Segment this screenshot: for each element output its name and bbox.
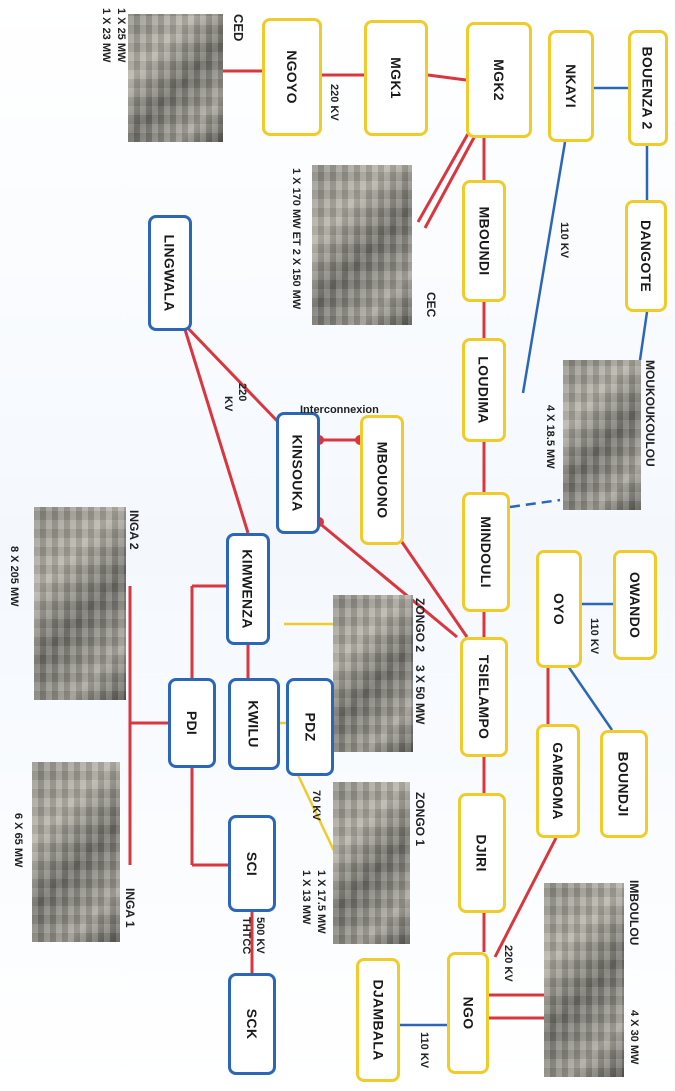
node-pdz: PDZ [286,678,334,776]
node-lingwala-label: LINGWALA [162,234,178,312]
cec-capacity: 1 X 170 MW ET 2 X 150 MW [290,168,302,310]
kv220-ngo-label: 220 KV [502,945,514,982]
moukoukoulou-label: MOUKOUKOULOU [643,360,657,467]
moukoukoulou-capacity: 4 X 18.5 MW [544,405,556,469]
node-gamboma-label: GAMBOMA [550,742,567,820]
kv70-label: 70 KV [310,790,322,821]
lines-220kv [128,69,558,1020]
node-pdi: PDI [168,678,216,768]
cec-label: CEC [424,292,438,318]
node-loudima-label: LOUDIMA [476,356,492,424]
thtcc-label: THTCC [240,917,252,955]
inga2-capacity: 8 X 205 MW [8,546,20,607]
node-ngoyo-label: NGOYO [284,50,300,104]
node-ngoyo: NGOYO [262,18,322,136]
kv220-kinsouka-label-2: KV [222,396,234,412]
zongo1-label: ZONGO 1 [413,792,427,847]
node-ngo-label: NGO [459,996,476,1030]
node-mboundi-label: MBOUNDI [476,206,493,276]
kv110-oyo-label: 110 KV [588,618,600,655]
inga2-plant-photo [34,507,126,700]
node-djiri-label: DJIRI [473,834,490,872]
node-djambala: DJAMBALA [356,958,400,1082]
kv500-label: 500 KV [254,917,266,954]
node-kwilu: KWILU [228,678,280,770]
node-dangote: DANGOTE [625,200,667,312]
inga2-label: INGA 2 [127,510,141,550]
node-oyo: OYO [536,550,582,668]
node-sck-label: SCK [244,1008,260,1040]
kv110-djambala-label: 110 KV [418,1032,430,1069]
inga1-capacity: 6 X 65 MW [12,813,24,868]
node-nkayi: NKAYI [548,30,594,142]
node-djambala-label: DJAMBALA [370,979,387,1061]
ced-label: CED [231,14,246,42]
node-boundji: BOUNDJI [600,730,648,838]
imboulou-label: IMBOULOU [627,880,641,946]
node-sci-label: SCI [244,851,260,876]
imboulou-capacity: 4 X 30 MW [628,1010,640,1065]
node-kinsouka-label: KINSOUKA [290,434,307,512]
node-mgk2-label: MGK2 [491,59,507,101]
node-nkayi-label: NKAYI [563,64,579,108]
node-pdz-label: PDZ [302,712,318,742]
node-owando: OWANDO [613,550,657,660]
node-sci: SCI [228,815,276,912]
node-mbouono: MBOUONO [360,415,404,545]
node-sck: SCK [228,973,276,1075]
zongo2-plant-photo [333,595,413,752]
imboulou-plant-photo [544,883,624,1077]
lines-110kv [400,86,649,1027]
zongo1-capacity-1: 1 X 17.5 MW [315,870,327,934]
zongo1-plant-photo [333,782,410,944]
node-bouenza2-label: BOUENZA 2 [640,46,657,130]
node-boundji-label: BOUNDJI [616,751,633,817]
interconnexion-label: Interconnexion [300,404,379,416]
node-kinsouka: KINSOUKA [276,412,320,534]
node-owando-label: OWANDO [627,571,644,639]
zongo2-label: ZONGO 2 [413,598,427,653]
ced-capacity-1: 1 X 25 MW [115,8,127,63]
node-tsielampo-label: TSIELAMPO [476,654,492,740]
node-mgk1-label: MGK1 [388,57,404,99]
node-dangote-label: DANGOTE [638,219,655,293]
ced-plant-photo [128,14,223,142]
lines-70kv [280,622,338,856]
node-tsielampo: TSIELAMPO [460,637,508,757]
node-kimwenza: KIMWENZA [226,533,270,645]
moukoukoulou-plant-photo [563,360,641,510]
node-bouenza2: BOUENZA 2 [628,30,668,146]
node-ngo: NGO [447,952,489,1074]
kv220-kinsouka-label-1: 220 [236,383,248,402]
node-oyo-label: OYO [551,592,567,626]
ced-capacity-2: 1 X 23 MW [100,8,112,63]
node-mindouli-label: MINDOULI [478,516,494,588]
node-mboundi: MBOUNDI [462,180,506,302]
node-kimwenza-label: KIMWENZA [240,549,257,629]
cec-plant-photo [312,165,412,325]
node-loudima: LOUDIMA [462,338,506,442]
node-lingwala: LINGWALA [148,215,192,331]
junction-dots [178,318,365,527]
node-djiri: DJIRI [458,793,506,913]
inga1-label: INGA 1 [123,888,137,928]
node-mgk1: MGK1 [364,20,428,136]
node-mbouono-label: MBOUONO [374,441,391,519]
node-kwilu-label: KWILU [246,700,263,748]
inga1-plant-photo [32,762,120,942]
kv220-top-label: 220 KV [328,84,340,121]
kv110-nkayi-label: 110 KV [558,222,570,259]
node-pdi-label: PDI [184,710,200,736]
zongo2-capacity: 3 X 50 MW [413,665,427,725]
node-mgk2: MGK2 [466,22,532,138]
node-mindouli: MINDOULI [462,492,510,612]
zongo1-capacity-2: 1 X 13 MW [300,870,312,925]
node-gamboma: GAMBOMA [536,724,580,838]
